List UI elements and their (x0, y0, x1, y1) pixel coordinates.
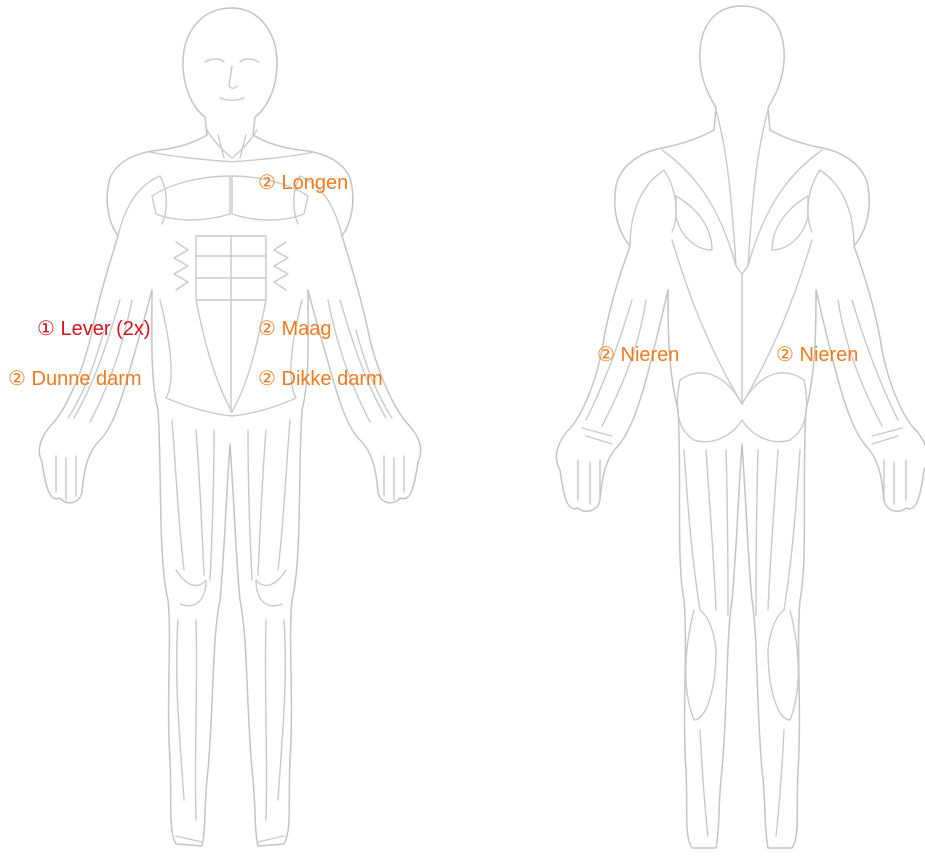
label-nieren-left-text: Nieren (621, 344, 680, 366)
label-dikke-darm: ② Dikke darm (258, 367, 383, 391)
label-dikke-darm-number: ② (258, 367, 276, 391)
label-maag-text: Maag (282, 318, 332, 340)
label-dunne-darm-text: Dunne darm (32, 368, 142, 390)
label-longen: ② Longen (258, 171, 348, 195)
back-body-figure (556, 6, 925, 848)
label-maag: ② Maag (258, 317, 332, 341)
label-dikke-darm-text: Dikke darm (282, 368, 383, 390)
front-head (39, 8, 420, 846)
label-lever-number: ① (37, 317, 55, 341)
label-nieren-right: ② Nieren (776, 343, 858, 367)
back-silhouette (556, 6, 925, 848)
label-dunne-darm: ② Dunne darm (8, 367, 142, 391)
label-nieren-right-text: Nieren (800, 344, 859, 366)
label-nieren-left: ② Nieren (597, 343, 679, 367)
label-longen-text: Longen (282, 172, 349, 194)
label-dunne-darm-number: ② (8, 367, 26, 391)
label-lever: ① Lever (2x) (37, 317, 151, 341)
label-maag-number: ② (258, 317, 276, 341)
label-lever-text: Lever (2x) (61, 318, 151, 340)
label-longen-number: ② (258, 171, 276, 195)
front-body-figure (39, 8, 420, 846)
label-nieren-left-number: ② (597, 343, 615, 367)
back-hand-fingers (578, 460, 906, 504)
label-nieren-right-number: ② (776, 343, 794, 367)
